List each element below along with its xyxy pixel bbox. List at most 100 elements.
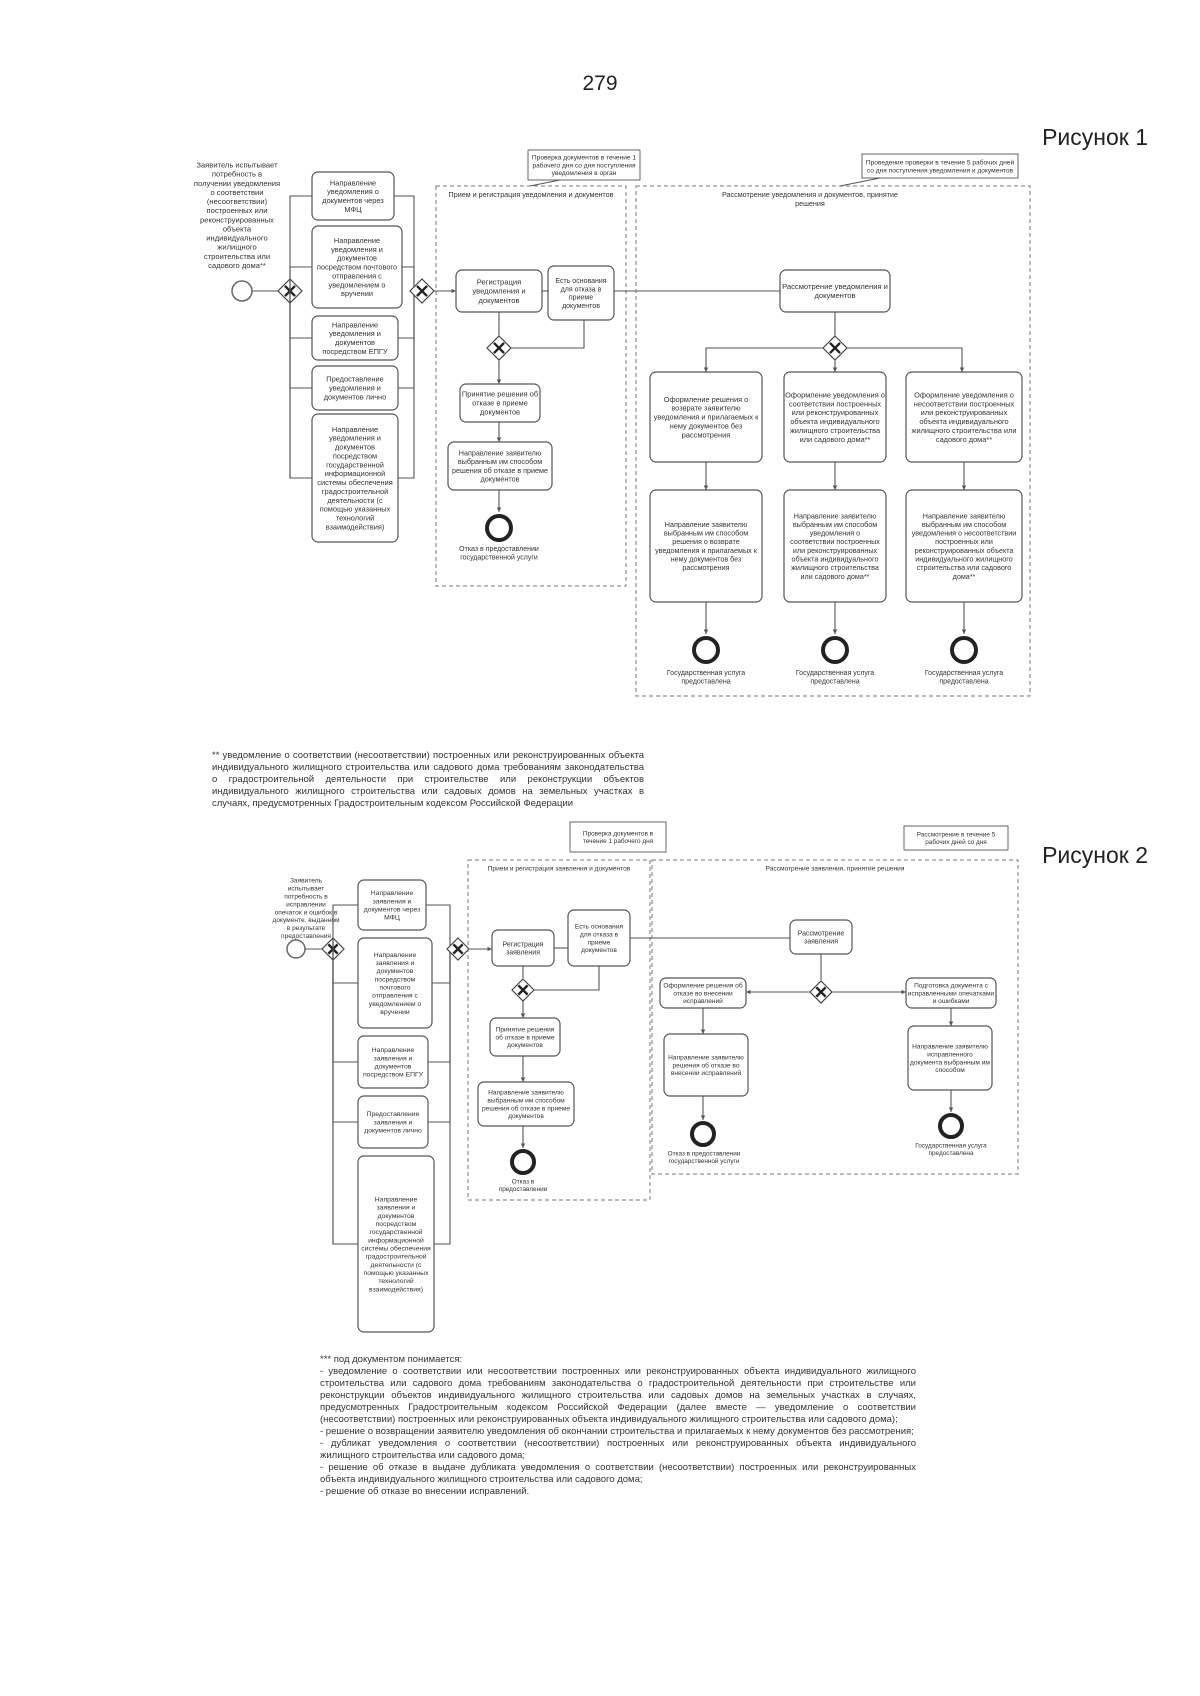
footnote-title: *** под документом понимается: bbox=[320, 1354, 463, 1365]
sequence-flow bbox=[434, 949, 451, 1245]
note-review bbox=[861, 153, 1019, 179]
end-event bbox=[692, 636, 720, 664]
send-refusal-box bbox=[477, 1081, 575, 1127]
sequence-flow bbox=[847, 347, 963, 372]
flow-arrowhead bbox=[520, 1143, 526, 1148]
gateway-x-icon bbox=[517, 984, 529, 996]
gateway-x-icon bbox=[493, 342, 505, 354]
lane-reception bbox=[467, 859, 651, 1201]
lane-review-label: Рассмотрение уведомления и документов, п… bbox=[722, 190, 898, 208]
footnote-item: - уведомление о соответствии или несоотв… bbox=[320, 1366, 916, 1425]
flow-arrowhead bbox=[961, 485, 967, 490]
flow-arrowhead bbox=[520, 1013, 526, 1018]
flow-arrowhead bbox=[703, 367, 709, 372]
flow-arrowhead bbox=[487, 946, 492, 952]
flow-arrowhead bbox=[700, 1029, 706, 1034]
sequence-flow bbox=[332, 938, 358, 1245]
figure-2-footnote: *** под документом понимается: - уведомл… bbox=[320, 1354, 916, 1498]
flow-arrowhead bbox=[948, 1021, 954, 1026]
flow-arrowhead bbox=[832, 485, 838, 490]
lane-review-label: Рассмотрение заявления, принятие решения bbox=[766, 866, 905, 873]
sequence-flow bbox=[839, 177, 881, 187]
figure-2-title: Рисунок 2 bbox=[1042, 842, 1148, 868]
sequence-flow bbox=[705, 347, 823, 372]
page-number: 279 bbox=[582, 72, 618, 95]
end-event bbox=[485, 514, 513, 542]
gateway-x-icon bbox=[416, 285, 428, 297]
outcome-send-box bbox=[907, 1025, 993, 1091]
footnote-item: - дубликат уведомления о соответствии (н… bbox=[320, 1438, 916, 1461]
outcome-send-box bbox=[663, 1033, 749, 1097]
lane-review bbox=[635, 185, 1031, 697]
sequence-flow bbox=[426, 904, 451, 949]
footnote-item: - решение об отказе в выдаче дубликата у… bbox=[320, 1462, 916, 1485]
figure-1-footnote: ** уведомление о соответствии (несоответ… bbox=[212, 750, 644, 809]
note-review-label: Проведение проверки в течение 5 рабочих … bbox=[866, 158, 1015, 174]
sequence-flow bbox=[511, 320, 585, 349]
end-event bbox=[938, 1113, 964, 1139]
flow-arrowhead bbox=[959, 367, 965, 372]
note-reception bbox=[527, 149, 641, 181]
start-event bbox=[231, 280, 253, 302]
lane-reception-label: Прием и регистрация уведомления и докуме… bbox=[449, 190, 614, 199]
lane-review bbox=[651, 859, 1019, 1175]
end-event bbox=[510, 1149, 536, 1175]
send-refusal-box bbox=[447, 441, 553, 491]
lane-reception-label: Прием и регистрация заявления и документ… bbox=[488, 866, 631, 873]
flow-arrowhead bbox=[451, 288, 456, 294]
refusal-decision-box bbox=[547, 265, 615, 321]
footnote-item: - решение об отказе во внесении исправле… bbox=[320, 1486, 530, 1497]
flow-arrowhead bbox=[496, 437, 502, 442]
sequence-flow bbox=[398, 291, 415, 479]
gateway-x-icon bbox=[829, 342, 841, 354]
flow-arrowhead bbox=[948, 1107, 954, 1112]
sequence-flow bbox=[394, 195, 415, 291]
flow-arrowhead bbox=[700, 1115, 706, 1120]
flow-arrowhead bbox=[520, 1077, 526, 1082]
flow-arrowhead bbox=[496, 507, 502, 512]
sequence-flow bbox=[534, 966, 600, 991]
sequence-flow bbox=[432, 949, 451, 984]
flow-arrowhead bbox=[961, 629, 967, 634]
sequence-flow bbox=[289, 279, 312, 479]
start-event bbox=[286, 939, 306, 959]
sequence-flow bbox=[289, 195, 312, 279]
sequence-flow bbox=[332, 938, 358, 1123]
gateway-x-icon bbox=[452, 943, 464, 955]
